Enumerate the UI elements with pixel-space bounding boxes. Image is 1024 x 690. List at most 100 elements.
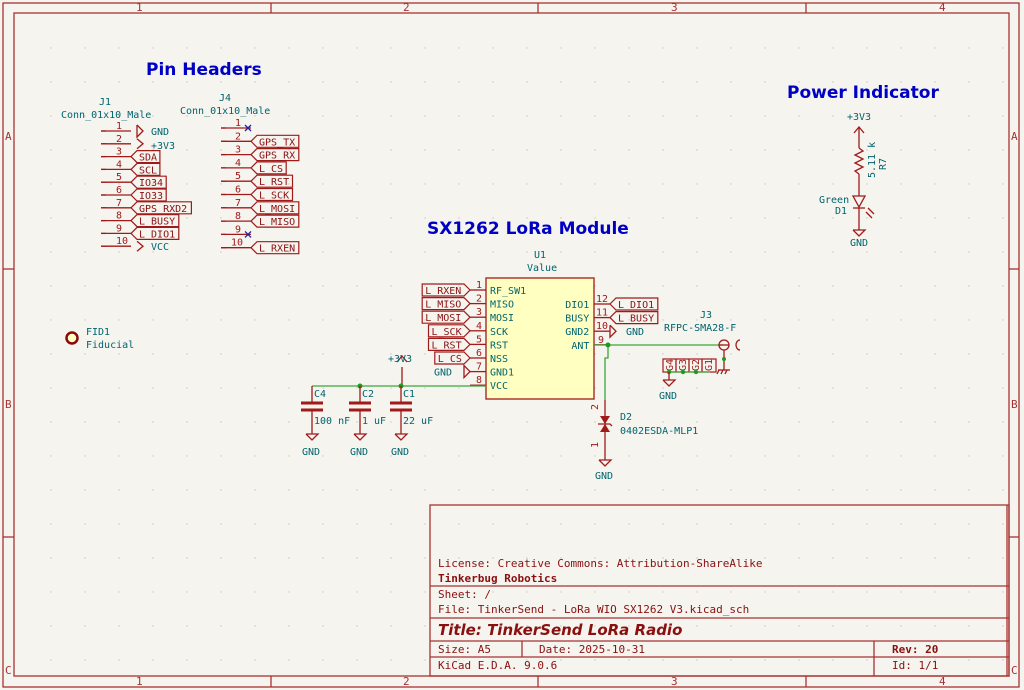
net-label-box	[250, 174, 294, 188]
j1-pin-number: 3	[116, 147, 122, 158]
u1-pin-name: SCK	[490, 327, 508, 338]
net-label-box	[130, 150, 161, 164]
j4-net-label[interactable]: L_RXEN	[259, 244, 295, 255]
r7-value: 5.11 k	[867, 142, 878, 178]
cap-value: 100 nF	[314, 416, 350, 427]
power-arrow-icon	[136, 138, 145, 150]
grid-dots	[50, 47, 1004, 661]
u1-net-label[interactable]: L_MISO	[425, 300, 461, 311]
u1-pin-name: VCC	[490, 381, 508, 392]
j4-net-label[interactable]: GPS_TX	[259, 137, 295, 148]
row-label-left: C	[5, 664, 12, 677]
tb-id: Id: 1/1	[892, 659, 938, 672]
j1-net-label[interactable]: IO33	[139, 191, 163, 202]
j1-net: +3V3	[151, 141, 175, 152]
connector-j1[interactable]: J1 Conn_01x10_Male 1GND2+3V33SDA4SCL5IO3…	[61, 97, 192, 253]
row-label-right: A	[1011, 130, 1018, 143]
u1-net-label[interactable]: L_DIO1	[618, 300, 654, 311]
u1-pin-number: 3	[476, 307, 482, 318]
net-label-box	[434, 351, 471, 365]
j1-ref: J1	[99, 97, 111, 108]
net-label-box	[250, 214, 300, 228]
ground-icon	[463, 364, 471, 380]
led-icon	[851, 195, 867, 209]
u1-pin-number: 2	[476, 294, 482, 305]
row-label-right: B	[1011, 398, 1018, 411]
j1-pin-number: 5	[116, 172, 122, 183]
j1-net: VCC	[151, 242, 169, 253]
ground-icon	[353, 433, 368, 441]
j1-net-label[interactable]: GPS_RXD2	[139, 204, 187, 215]
j1-net-label[interactable]: IO34	[139, 178, 163, 189]
module-u1[interactable]: U1 Value 1RF_SW1L_RXEN2MISOL_MISO3MOSIL_…	[421, 250, 659, 400]
j4-net-label[interactable]: L_MISO	[259, 217, 295, 228]
j1-net: GND	[151, 127, 169, 138]
power-arrow-icon	[136, 240, 145, 252]
u1-pin-name: NSS	[490, 354, 508, 365]
j4-pin-number: 7	[235, 198, 241, 209]
net-label-box	[130, 175, 167, 189]
u1-net-label[interactable]: L_CS	[438, 354, 462, 365]
net-label-box	[427, 337, 471, 351]
row-label-left: A	[5, 130, 12, 143]
j4-pin-number: 2	[235, 131, 241, 142]
j4-net-label[interactable]: L_MOSI	[259, 204, 295, 215]
net-label-box	[250, 134, 300, 148]
j1-pin-number: 10	[116, 236, 128, 247]
j1-net-label[interactable]: L_DIO1	[139, 229, 175, 240]
j4-pin-number: 1	[235, 118, 241, 129]
pi-supply: +3V3	[847, 112, 871, 123]
j4-net-label[interactable]: L_SCK	[259, 191, 289, 202]
j1-pin-number: 8	[116, 211, 122, 222]
net-label-box	[250, 161, 287, 175]
u1-pin-name: RF_SW1	[490, 286, 526, 297]
antenna-section[interactable]: 2 1 D2 0402ESDA-MLP1 GND J3 RFPC-SMA28-F…	[590, 310, 741, 482]
fid1-value: Fiducial	[86, 340, 134, 351]
j4-net-label[interactable]: L_RST	[259, 177, 289, 188]
u1-ref: U1	[534, 250, 546, 261]
j4-net-label[interactable]: GPS_RX	[259, 151, 295, 162]
u1-net-label[interactable]: L_RXEN	[425, 286, 461, 297]
col-label-bottom: 2	[403, 675, 410, 688]
net-label-box	[609, 311, 659, 325]
u1-pin-number: 7	[476, 362, 482, 373]
j1-net-label[interactable]: L_BUSY	[139, 217, 175, 228]
net-label-box	[130, 214, 180, 228]
j4-ref: J4	[219, 93, 231, 104]
net-label-box	[250, 148, 300, 162]
d1-ref: D1	[835, 206, 847, 217]
j3-gnd-pin: G2	[691, 359, 702, 371]
j1-pin-number: 1	[116, 121, 122, 132]
col-label-top: 4	[939, 1, 946, 14]
row-label-left: B	[5, 398, 12, 411]
ground-icon	[136, 124, 144, 139]
j4-pin-number: 5	[235, 171, 241, 182]
tb-sheet: Sheet: /	[438, 588, 491, 601]
j1-net-label[interactable]: SCL	[139, 165, 157, 176]
cap-gnd: GND	[350, 447, 368, 458]
u1-net-label[interactable]: L_MOSI	[425, 313, 461, 324]
u1-pin-name: RST	[490, 340, 508, 351]
u1-pin-number: 11	[596, 308, 608, 319]
j4-net-label[interactable]: L_CS	[259, 164, 283, 175]
heading-power-indicator: Power Indicator	[787, 83, 939, 103]
ground-icon	[852, 229, 867, 237]
u1-net-label[interactable]: L_RST	[432, 340, 462, 351]
u1-net-label[interactable]: L_BUSY	[618, 314, 654, 325]
fiducial-fid1[interactable]: FID1 Fiducial	[65, 327, 135, 351]
net-label-box	[250, 201, 300, 215]
j4-pin-number: 10	[231, 238, 243, 249]
u1-body	[485, 277, 595, 400]
u1-net-label[interactable]: L_SCK	[432, 327, 462, 338]
col-label-bottom: 4	[939, 675, 946, 688]
net-label-box	[130, 162, 161, 176]
j1-net-label[interactable]: SDA	[139, 153, 157, 164]
title-block: License: Creative Commons: Attribution-S…	[429, 504, 1010, 677]
net-label-box	[609, 297, 659, 311]
heading-lora-module: SX1262 LoRa Module	[427, 219, 629, 239]
tb-title: Title: TinkerSend LoRa Radio	[438, 621, 682, 639]
power-indicator-circuit[interactable]: +3V3 5.11 k R7 Green D1 GND	[819, 112, 889, 249]
connector-j4[interactable]: J4 Conn_01x10_Male 12GPS_TX3GPS_RX4L_CS5…	[180, 93, 300, 255]
